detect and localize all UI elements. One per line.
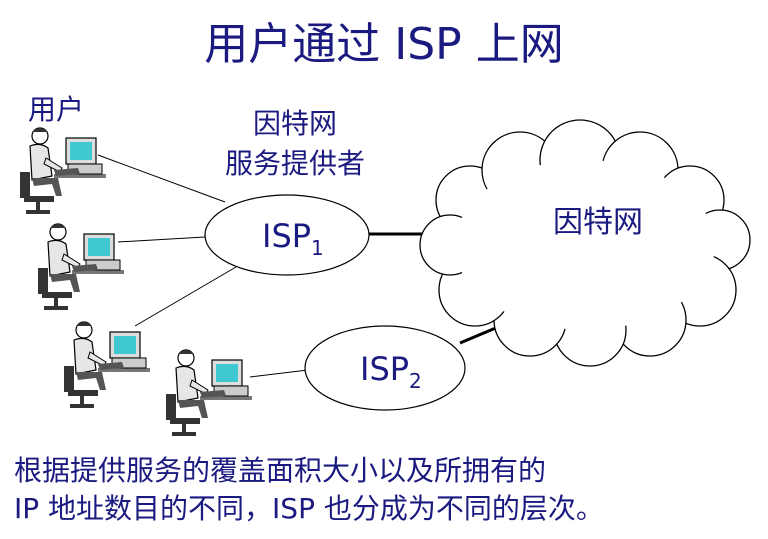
link-user4-isp2 [249,369,309,378]
internet-cloud-icon [419,119,751,367]
page-title: 用户通过 ISP 上网 [204,19,564,70]
link-user3-isp1 [134,266,237,327]
user-label: 用户 [28,93,85,126]
isp1-label: ISP1 [262,217,324,260]
isp1-node [204,194,370,276]
isp-description: 因特网 服务提供者 [190,104,400,184]
isp2-label: ISP2 [360,350,422,393]
user-at-computer-icon [37,223,125,311]
bottom-line-2: IP 地址数目的不同，ISP 也分成为不同的层次。 [14,492,604,525]
isp-description-line-1: 因特网 [252,107,337,140]
user-at-computer-icon [165,349,253,437]
bottom-description: 根据提供服务的覆盖面积大小以及所拥有的 IP 地址数目的不同，ISP 也分成为不… [14,452,604,528]
link-user2-isp1 [117,236,206,243]
bottom-line-1: 根据提供服务的覆盖面积大小以及所拥有的 [14,454,547,487]
internet-label: 因特网 [553,205,643,240]
isp2-node [304,325,466,411]
user-at-computer-icon [19,127,107,215]
user-at-computer-icon [63,321,151,409]
link-user1-isp1 [97,154,226,203]
isp-description-line-2: 服务提供者 [224,147,365,180]
